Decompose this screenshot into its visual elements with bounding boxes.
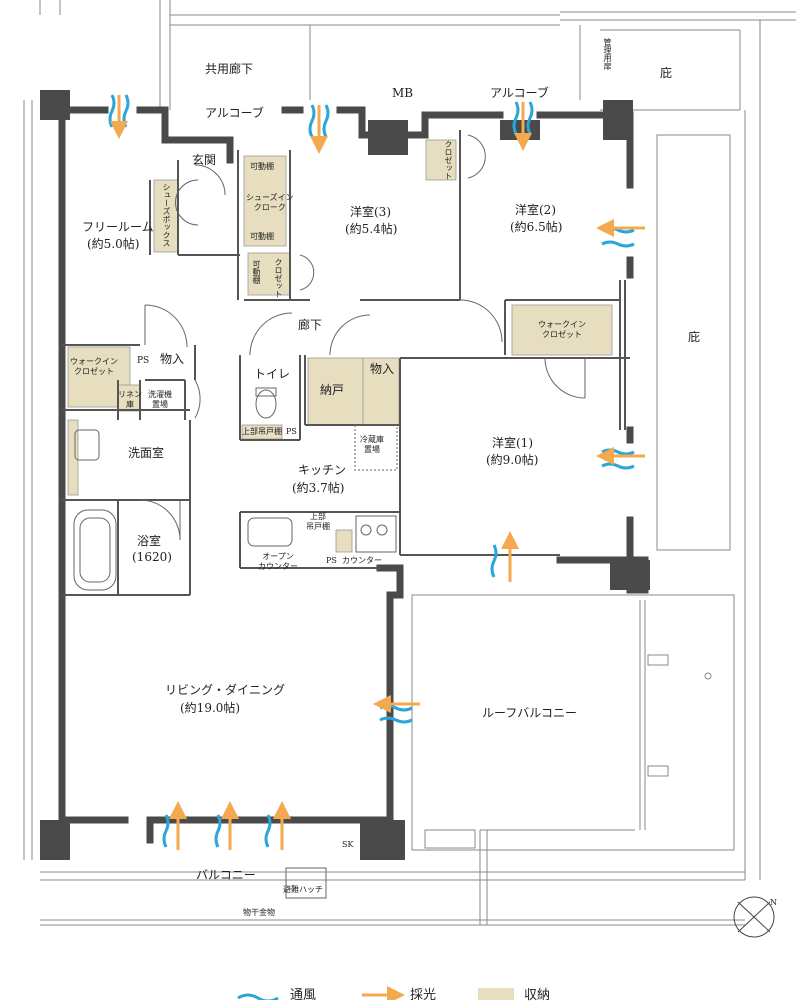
living-label: リビング・ダイニング xyxy=(165,683,286,697)
door-swings xyxy=(139,134,586,541)
closet-2-label: クロゼット xyxy=(444,140,453,180)
counter-label: カウンター xyxy=(342,556,382,565)
fixtures xyxy=(73,387,398,899)
sk-label: SK xyxy=(342,840,354,849)
storage-2-label: 物入 xyxy=(370,362,395,376)
washer-label: 洗濯機 置場 xyxy=(148,390,172,409)
kitchen-size: (約3.7帖) xyxy=(292,481,345,495)
linen-label: リネン 庫 xyxy=(118,390,142,409)
western-2-label: 洋室(2) xyxy=(515,203,556,217)
walk-in-closet-1-label: ウォークイン クロゼット xyxy=(70,357,118,376)
light-indicators xyxy=(110,95,645,850)
shoes-box-label: シューズボックス xyxy=(162,183,171,247)
building-outline xyxy=(23,0,796,926)
kitchen-label: キッチン xyxy=(298,463,347,477)
nando-label: 納戸 xyxy=(320,383,345,397)
legend-light-label: 採光 xyxy=(410,988,437,1003)
movable-shelf-2-label: 可動棚 xyxy=(250,232,274,241)
ps-2-label: PS xyxy=(286,427,297,436)
movable-shelf-3-label: 可動棚 xyxy=(252,260,261,284)
balcony-details xyxy=(40,600,745,925)
roof-balcony-label: ルーフバルコニー xyxy=(482,706,578,720)
corridor-label: 廊下 xyxy=(298,318,323,332)
fridge-label: 冷蔵庫 置場 xyxy=(360,435,384,454)
compass-icon xyxy=(733,896,775,938)
storage-1-label: 物入 xyxy=(160,352,185,366)
toilet-label: トイレ xyxy=(254,367,291,381)
legend-storage-label: 収納 xyxy=(524,988,551,1003)
balcony-label: バルコニー xyxy=(196,868,256,882)
compass-north-label: N xyxy=(770,898,777,907)
legend-swatches xyxy=(237,986,514,1000)
western-3-size: (約5.4帖) xyxy=(345,222,398,236)
western-1-size: (約9.0帖) xyxy=(486,453,539,467)
common-corridor-label: 共用廊下 xyxy=(205,62,254,76)
drying-hardware-label: 物干金物 xyxy=(243,908,275,917)
western-1-label: 洋室(1) xyxy=(492,436,533,450)
washroom-label: 洗面室 xyxy=(128,446,165,460)
entrance-label: 玄関 xyxy=(192,153,217,167)
management-door-label: 管理用扉 xyxy=(603,38,612,70)
bathroom-label: 浴室 xyxy=(137,534,162,548)
upper-cabinet-2-label: 上部 吊戸棚 xyxy=(306,512,330,531)
bathroom-size: (1620) xyxy=(132,550,172,564)
western-2-size: (約6.5帖) xyxy=(510,220,563,234)
legend-wind-label: 通風 xyxy=(290,988,317,1003)
shoes-in-cloak-label: シューズイン クローク xyxy=(246,193,294,212)
walk-in-closet-2-label: ウォークイン クロゼット xyxy=(538,320,586,339)
partitions xyxy=(62,130,630,596)
western-3-label: 洋室(3) xyxy=(350,205,391,219)
open-counter-label: オープン カウンター xyxy=(258,552,298,571)
free-room-label: フリールーム xyxy=(82,220,154,234)
upper-cabinet-1-label: 上部吊戸棚 xyxy=(242,427,282,436)
eaves-right-label: 庇 xyxy=(688,330,701,344)
mb-label: MB xyxy=(392,86,414,100)
escape-hatch-label: 避難ハッチ xyxy=(283,885,323,894)
wall-columns xyxy=(40,90,650,860)
alcove-right-label: アルコーブ xyxy=(490,86,549,100)
alcove-left-label: アルコーブ xyxy=(205,106,264,120)
storage-areas xyxy=(67,139,613,553)
living-size: (約19.0帖) xyxy=(180,701,241,715)
free-room-size: (約5.0帖) xyxy=(87,237,140,251)
closet-3-label: クロゼット xyxy=(274,258,283,298)
ps-3-label: PS xyxy=(326,556,337,565)
movable-shelf-1-label: 可動棚 xyxy=(250,162,274,171)
ps-1-label: PS xyxy=(137,356,150,366)
eaves-top-label: 庇 xyxy=(660,66,673,80)
